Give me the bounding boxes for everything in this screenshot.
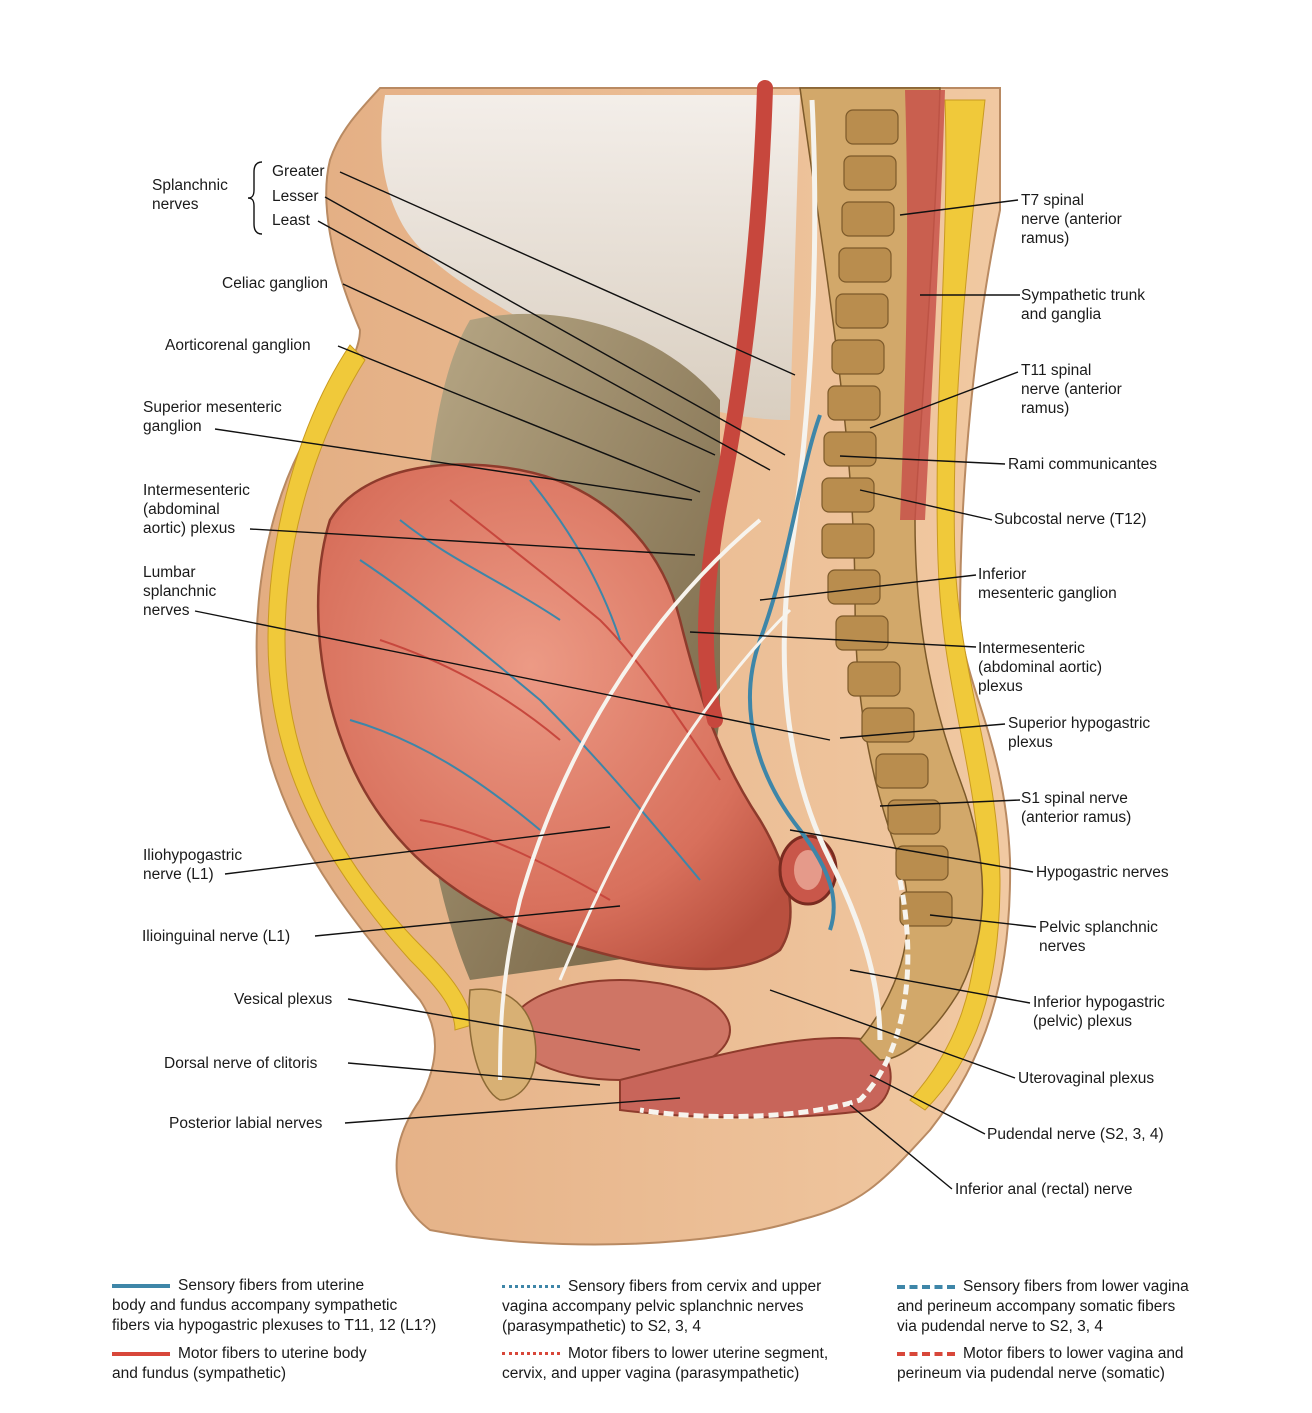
label-t11-spinal-nerve: T11 spinal nerve (anterior ramus) <box>1021 362 1122 417</box>
vertebra <box>895 845 949 881</box>
label-uterovaginal-plexus: Uterovaginal plexus <box>1018 1070 1155 1087</box>
label-inferior-mesenteric-ganglion: Inferior mesenteric ganglion <box>978 566 1117 602</box>
legend-swatch-dotted-blue <box>502 1285 560 1289</box>
label-t7-spinal-nerve: T7 spinal nerve (anterior ramus) <box>1021 192 1122 247</box>
legend-motor-lower-vagina: Motor fibers to lower vagina and perineu… <box>897 1345 1184 1382</box>
vertebra <box>841 201 895 237</box>
sympathetic-trunk <box>781 99 883 1041</box>
legend-swatch-solid-red <box>112 1351 170 1356</box>
vertebra <box>887 799 941 835</box>
label-lesser-splanchnic: Lesser <box>272 188 319 205</box>
label-greater-splanchnic: Greater <box>272 163 325 180</box>
vertebra <box>861 707 915 743</box>
vertebra <box>835 615 889 651</box>
legend-motor-lower-uterine: Motor fibers to lower uterine segment, c… <box>502 1345 829 1382</box>
vertebra <box>875 753 929 789</box>
legend-swatch-dotted-red <box>502 1352 560 1356</box>
label-ilioinguinal-nerve: Ilioinguinal nerve (L1) <box>142 928 291 945</box>
label-rami-communicantes: Rami communicantes <box>1008 456 1158 473</box>
vertebra <box>821 477 875 513</box>
aorta <box>697 80 773 728</box>
label-vesical-plexus: Vesical plexus <box>234 991 333 1008</box>
legend-swatch-dashed-blue <box>897 1284 955 1289</box>
label-posterior-labial-nerves: Posterior labial nerves <box>169 1115 323 1132</box>
vertebra <box>821 523 875 559</box>
label-superior-hypogastric-plexus: Superior hypogastric plexus <box>1008 715 1151 751</box>
vertebra <box>823 431 877 467</box>
label-inferior-hypogastric-plexus: Inferior hypogastric (pelvic) plexus <box>1033 994 1165 1030</box>
uterine-branches <box>349 479 721 901</box>
leader-lines <box>194 161 1037 1190</box>
sensory-fiber-path <box>748 414 836 931</box>
label-inferior-anal-nerve: Inferior anal (rectal) nerve <box>955 1181 1133 1198</box>
label-pudendal-nerve: Pudendal nerve (S2, 3, 4) <box>987 1126 1164 1143</box>
label-subcostal-nerve: Subcostal nerve (T12) <box>994 511 1147 528</box>
label-intermesenteric-plexus-right: Intermesenteric (abdominal aortic) plexu… <box>978 640 1103 695</box>
label-aorticorenal-ganglion: Aorticorenal ganglion <box>165 337 311 354</box>
legend-swatch-dashed-red <box>897 1351 955 1356</box>
label-intermesenteric-plexus-left: Intermesenteric (abdominal aortic) plexu… <box>143 482 250 537</box>
anterior-fat <box>267 344 473 1031</box>
legend-motor-uterine-body: Motor fibers to uterine body and fundus … <box>112 1345 367 1382</box>
label-superior-mesenteric-ganglion: Superior mesenteric ganglion <box>143 399 282 435</box>
vertebra <box>827 569 881 605</box>
label-iliohypogastric-nerve: Iliohypogastric nerve (L1) <box>143 847 243 883</box>
legend-sensory-cervix: Sensory fibers from cervix and upper vag… <box>502 1278 822 1335</box>
vertebra <box>827 385 881 421</box>
vertebra <box>843 155 897 191</box>
pudendal-nerve <box>639 879 911 1120</box>
label-sympathetic-trunk: Sympathetic trunk and ganglia <box>1021 287 1146 323</box>
splanchnic-nerves-title: Splanchnic nerves <box>152 177 228 213</box>
iliohypogastric-nerve <box>498 518 762 1081</box>
vertebra <box>845 109 899 145</box>
label-celiac-ganglion: Celiac ganglion <box>222 275 328 292</box>
vertebra <box>847 661 901 697</box>
vertebra <box>838 247 892 283</box>
vertebra <box>899 891 953 927</box>
ilioinguinal-nerve <box>558 608 792 981</box>
vertebra <box>835 293 889 329</box>
posterior-fat <box>909 99 1001 1111</box>
legend-sensory-uterine-body: Sensory fibers from uterine body and fun… <box>112 1277 437 1334</box>
label-lumbar-splanchnic-nerves: Lumbar splanchnic nerves <box>143 564 217 619</box>
vertebra <box>831 339 885 375</box>
label-pelvic-splanchnic-nerves: Pelvic splanchnic nerves <box>1039 919 1158 955</box>
upper-cavity <box>381 95 800 420</box>
label-least-splanchnic: Least <box>272 212 310 229</box>
legend-sensory-lower-vagina: Sensory fibers from lower vagina and per… <box>897 1278 1189 1335</box>
legend-swatch-solid-blue <box>112 1283 170 1288</box>
label-dorsal-nerve-clitoris: Dorsal nerve of clitoris <box>164 1055 318 1072</box>
label-hypogastric-nerves: Hypogastric nerves <box>1036 864 1169 881</box>
label-s1-spinal-nerve: S1 spinal nerve (anterior ramus) <box>1021 790 1132 826</box>
